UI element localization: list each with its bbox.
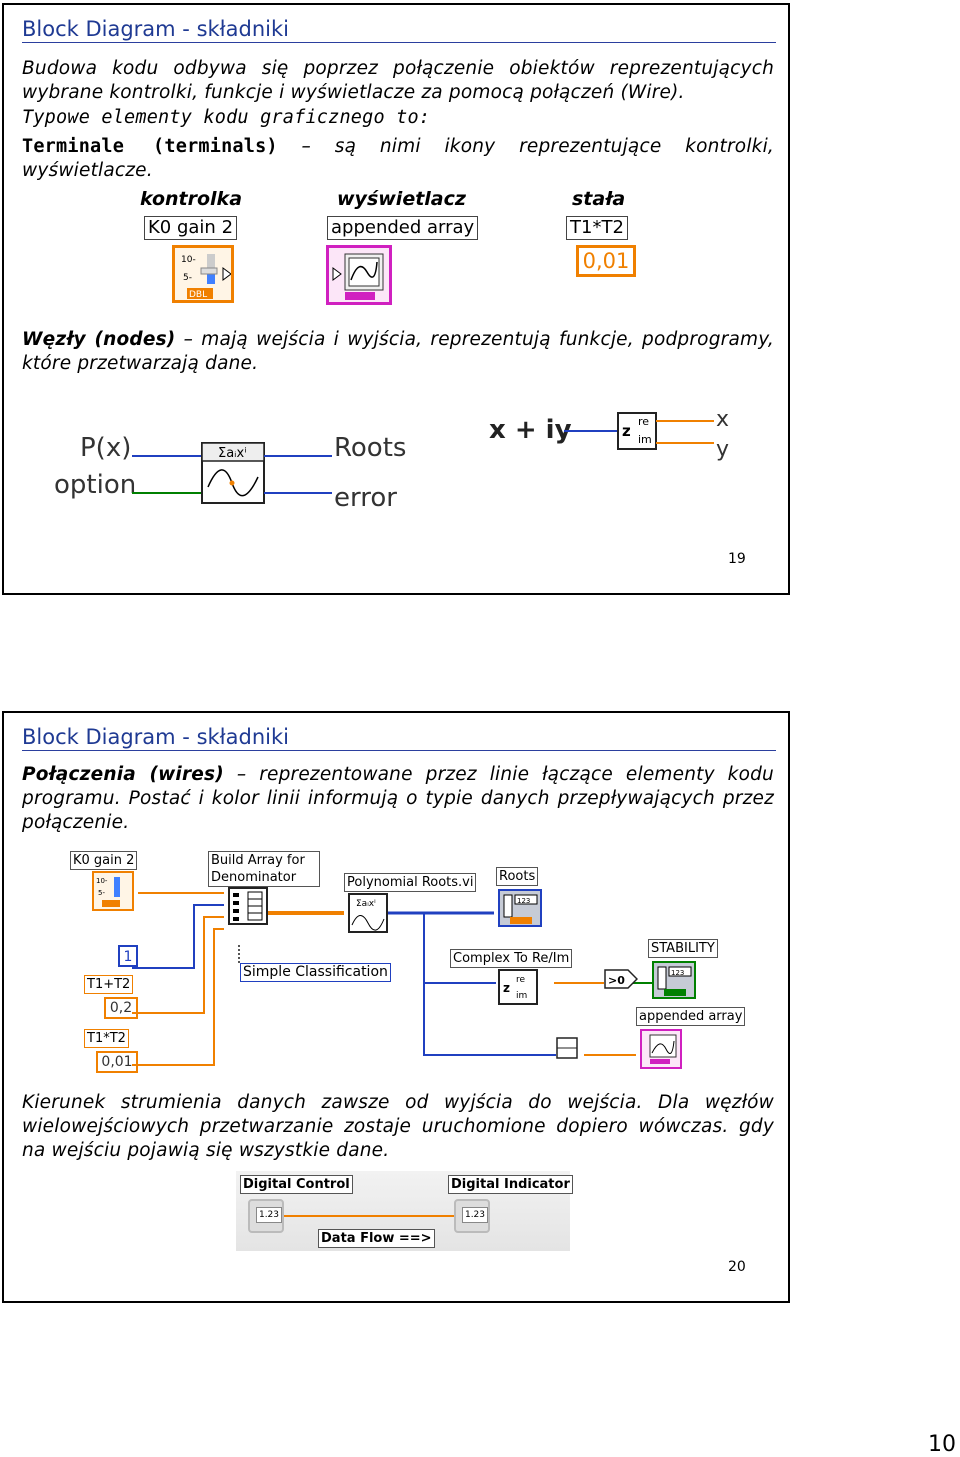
complex-to-reim-node[interactable]: z re im xyxy=(564,409,714,469)
node2-output-x: x xyxy=(716,407,730,432)
flow-indicator-label: Digital Indicator xyxy=(448,1175,573,1194)
diag-t1plust2-label: T1+T2 xyxy=(84,975,134,994)
slide-title: Block Diagram - składniki xyxy=(22,17,776,43)
wires-paragraph: Połączenia (wires) – reprezentowane prze… xyxy=(22,763,774,835)
nodes-desc: – mają wejścia i wyjścia, reprezentują f… xyxy=(22,329,774,374)
slide-page-number: 20 xyxy=(728,1259,746,1275)
flow-arrow-label: Data Flow ==> xyxy=(318,1229,435,1248)
document-page-number: 10 xyxy=(928,1432,956,1457)
flow-indicator-value: 1.23 xyxy=(462,1207,488,1223)
flow-control-value: 1.23 xyxy=(256,1207,282,1223)
svg-text:10-: 10- xyxy=(96,877,108,885)
slide-20: Block Diagram - składniki Połączenia (wi… xyxy=(2,711,790,1303)
diag-simple-classification[interactable]: Simple Classification xyxy=(240,963,391,982)
terminals-paragraph: Terminale (terminals) – są nimi ikony re… xyxy=(22,135,774,183)
diag-poly-label: Polynomial Roots.vi xyxy=(344,873,477,892)
dtype-text: DBL xyxy=(189,290,207,300)
svg-text:im: im xyxy=(638,433,652,446)
diag-k0-terminal[interactable]: 10- 5- xyxy=(92,871,134,911)
slide-19: Block Diagram - składniki Budowa kodu od… xyxy=(2,3,790,595)
constant-label: T1*T2 xyxy=(566,216,628,240)
data-flow-panel: Digital Control Digital Indicator 1.23 1… xyxy=(236,1171,573,1251)
svg-text:123: 123 xyxy=(671,969,684,977)
nodes-term: Węzły (nodes) xyxy=(22,329,176,350)
label-control: kontrolka xyxy=(140,188,243,210)
terminals-desc: – są nimi ikony reprezentujące kontrolki… xyxy=(22,136,774,181)
flow-indicator-terminal[interactable]: 1.23 xyxy=(454,1199,490,1233)
elements-intro: Typowe elementy kodu graficznego to: xyxy=(22,106,774,130)
polynomial-roots-node[interactable]: Σaᵢxⁱ xyxy=(132,435,332,510)
diag-t1plust2-value[interactable]: 0,2 xyxy=(104,997,138,1019)
flow-wire xyxy=(284,1215,454,1217)
slider-icon: 10- 5- xyxy=(96,877,120,907)
boolean-array-icon: 123 xyxy=(657,966,692,996)
control-terminal-icon[interactable]: 10- 5- DBL xyxy=(172,245,234,303)
control-terminal-label: K0 gain 2 xyxy=(144,216,238,240)
diag-t1t2-value[interactable]: 0,01 xyxy=(96,1051,138,1073)
diag-roots-indicator[interactable]: 123 xyxy=(498,889,542,927)
slide-title: Block Diagram - składniki xyxy=(22,725,776,751)
wires-term: Połączenia (wires) xyxy=(22,764,224,785)
nodes-paragraph: Węzły (nodes) – mają wejścia i wyjścia, … xyxy=(22,328,774,376)
polynomial-roots-node[interactable]: Σaᵢxⁱ xyxy=(348,893,388,933)
svg-text:>0: >0 xyxy=(608,974,625,987)
node2-output-y: y xyxy=(716,437,730,462)
svg-text:re: re xyxy=(516,975,526,985)
intro-paragraph: Budowa kodu odbywa się poprzez połączeni… xyxy=(22,58,774,103)
slider-icon: 10- 5- DBL xyxy=(181,254,232,300)
wires-desc: – reprezentowane przez linie łączące ele… xyxy=(22,764,774,833)
complex-to-reim-node[interactable]: z re im xyxy=(498,969,538,1005)
svg-text:z: z xyxy=(503,981,510,995)
bundle-node[interactable] xyxy=(556,1037,578,1059)
diag-complex-label: Complex To Re/Im xyxy=(450,949,573,968)
label-indicator: wyświetlacz xyxy=(337,188,466,210)
flow-paragraph: Kierunek strumienia danych zawsze od wyj… xyxy=(22,1092,774,1161)
svg-text:5-: 5- xyxy=(183,273,192,283)
block-diagram-wires xyxy=(132,892,656,1066)
svg-text:Σaᵢxⁱ: Σaᵢxⁱ xyxy=(356,899,376,909)
svg-text:123: 123 xyxy=(517,897,530,905)
diag-stability-indicator[interactable]: 123 xyxy=(652,961,696,999)
diag-build-array-label: Build Array for Denominator xyxy=(208,851,320,887)
constant-value[interactable]: 0,01 xyxy=(576,245,636,277)
indicator-terminal-label: appended array xyxy=(327,216,479,240)
flow-control-label: Digital Control xyxy=(240,1175,353,1194)
node1-output-roots: Roots xyxy=(334,433,407,463)
elements-intro-text: Typowe elementy kodu graficznego to: xyxy=(22,107,431,128)
diag-appended-indicator[interactable] xyxy=(640,1029,682,1069)
diag-k0-label: K0 gain 2 xyxy=(70,851,138,870)
node1-input-px: P(x) xyxy=(80,433,132,463)
node1-input-option: option xyxy=(54,470,137,500)
svg-text:z: z xyxy=(622,422,631,440)
node2-input: x + iy xyxy=(489,415,572,445)
array-icon xyxy=(649,1034,677,1064)
svg-text:im: im xyxy=(516,991,527,1001)
svg-text:re: re xyxy=(638,415,649,428)
slide-page-number: 19 xyxy=(728,551,746,567)
svg-text:10-: 10- xyxy=(181,255,196,265)
array-indicator-icon: 123 xyxy=(503,894,538,924)
diag-t1t2-label: T1*T2 xyxy=(84,1029,129,1048)
diag-constant-one[interactable]: 1 xyxy=(118,945,138,967)
array-icon xyxy=(332,253,384,300)
build-array-node[interactable] xyxy=(228,887,268,925)
label-constant: stała xyxy=(572,188,626,210)
sigma-icon: Σaᵢxⁱ xyxy=(218,446,247,461)
terminals-term: Terminale (terminals) xyxy=(22,136,278,157)
diag-appended-label: appended array xyxy=(636,1007,746,1026)
diag-stability-label: STABILITY xyxy=(648,939,718,958)
svg-text:5-: 5- xyxy=(98,889,105,897)
node1-output-error: error xyxy=(334,483,397,513)
greater-than-zero-node[interactable]: >0 xyxy=(604,969,638,989)
flow-control-terminal[interactable]: 1.23 xyxy=(248,1199,284,1233)
diag-roots-label: Roots xyxy=(496,867,539,886)
indicator-terminal-icon[interactable] xyxy=(326,245,392,305)
